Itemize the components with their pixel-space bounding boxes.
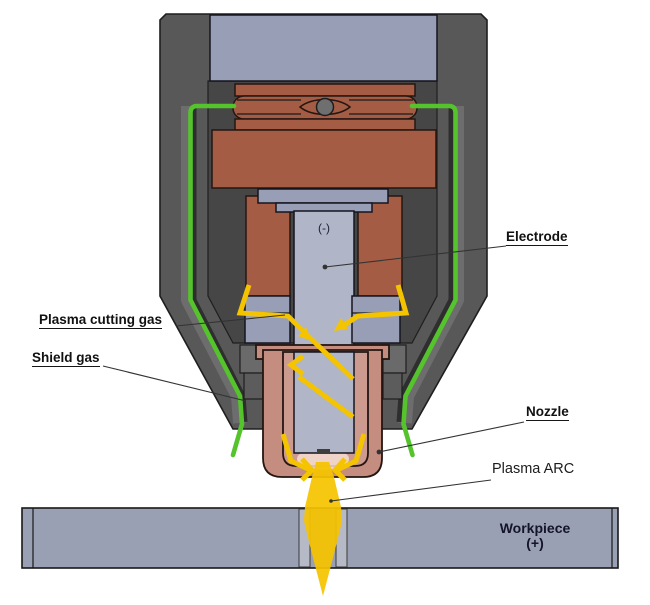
neck-step-right-lower [382, 372, 403, 400]
swirl-ring-right [351, 295, 401, 344]
copper-strip-lower [234, 118, 416, 131]
groove-shadow-right [396, 108, 456, 423]
label-plasma-cutting-gas: Plasma cutting gas [39, 312, 163, 329]
gas-caret-left [300, 457, 316, 482]
leader-plasma-cutting-gas [175, 314, 286, 327]
gas-funnel-left [280, 433, 312, 473]
leader-dot-plasma-arc [329, 499, 333, 503]
shield-gas-line-left [188, 103, 245, 458]
gas-caret-right [331, 457, 347, 482]
gas-arrowhead-right [334, 318, 348, 331]
swirl-ring-left [244, 295, 291, 344]
neck-step-left-lower [243, 372, 264, 400]
label-plasma-arc: Plasma ARC [492, 461, 575, 477]
label-electrode: Electrode [506, 229, 568, 246]
workpiece-name: Workpiece [499, 520, 571, 536]
gas-swirl-2 [297, 374, 355, 420]
gas-port [315, 97, 335, 117]
plasma-arc-beam [304, 462, 342, 596]
leader-dot-electrode [322, 264, 328, 270]
workpiece-polarity: (+) [526, 535, 544, 551]
leader-electrode [324, 245, 507, 268]
leader-shield-gas [102, 365, 247, 402]
leader-dot-nozzle [376, 449, 382, 455]
copper-body-block [211, 129, 437, 189]
label-shield-gas: Shield gas [32, 350, 100, 367]
label-electrode-polarity: (-) [318, 221, 330, 235]
leader-nozzle [378, 421, 525, 453]
leader-plasma-arc [330, 479, 492, 502]
hafnium-insert-tip [317, 449, 330, 454]
gas-chevron-1 [286, 354, 305, 376]
label-nozzle: Nozzle [526, 404, 569, 421]
shield-gas-line-right [401, 103, 458, 458]
label-workpiece: Workpiece (+) [450, 521, 620, 551]
gas-feed-left [236, 284, 308, 336]
electrode-cap [257, 188, 389, 204]
copper-strip-upper [234, 83, 416, 97]
gas-funnel-right [335, 433, 367, 473]
gas-feed-right [339, 284, 410, 330]
gas-swirl-1 [304, 332, 355, 381]
electrode-tip [293, 351, 355, 454]
torch-top-cap [209, 14, 438, 82]
